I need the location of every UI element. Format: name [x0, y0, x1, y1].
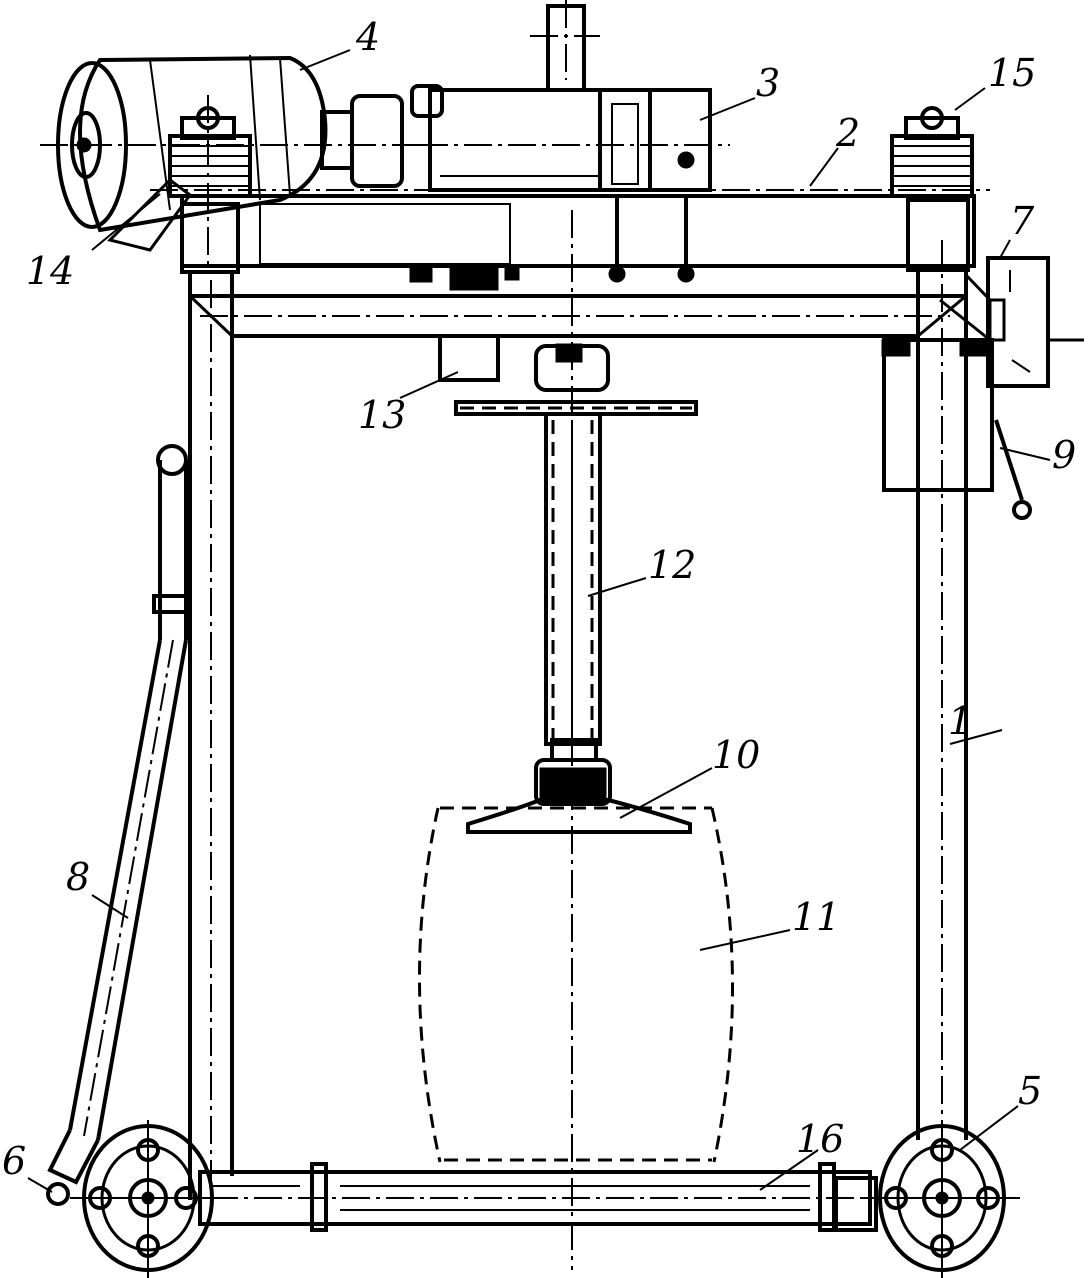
label-2: 2: [835, 111, 860, 155]
label-3: 3: [756, 61, 780, 105]
wheel-left: [46, 1120, 230, 1278]
label-8: 8: [66, 855, 90, 899]
leader-lines: [27, 49, 1051, 1193]
label-6: 6: [2, 1139, 26, 1183]
label-10: 10: [712, 733, 760, 777]
label-5: 5: [1018, 1069, 1042, 1113]
label-14: 14: [26, 249, 74, 293]
label-13: 13: [358, 393, 406, 437]
barrel: [418, 806, 734, 1163]
label-7: 7: [1010, 199, 1035, 243]
label-11: 11: [792, 895, 840, 939]
label-12: 12: [648, 543, 696, 587]
label-9: 9: [1052, 433, 1076, 477]
disc: [466, 758, 692, 834]
label-4: 4: [355, 15, 380, 59]
base-bar: [198, 1162, 878, 1232]
label-1: 1: [948, 699, 972, 743]
shaft: [454, 210, 698, 1270]
spring-left: [168, 95, 252, 265]
number-labels: 1 2 3 4 5 6 7 8 9 10 11 12 13 14 15 16: [2, 15, 1076, 1183]
label-16: 16: [796, 1117, 844, 1161]
control-box: [986, 256, 1084, 388]
gearbox: [410, 0, 730, 192]
crossbeam: [150, 189, 990, 291]
lever-block: [881, 338, 1032, 520]
frame: [188, 240, 992, 1200]
label-15: 15: [988, 51, 1036, 95]
handle: [47, 444, 192, 1185]
bracket: [438, 334, 500, 382]
motor: [40, 54, 420, 252]
spring-right: [890, 106, 974, 198]
wheel-right: [860, 1120, 1020, 1278]
